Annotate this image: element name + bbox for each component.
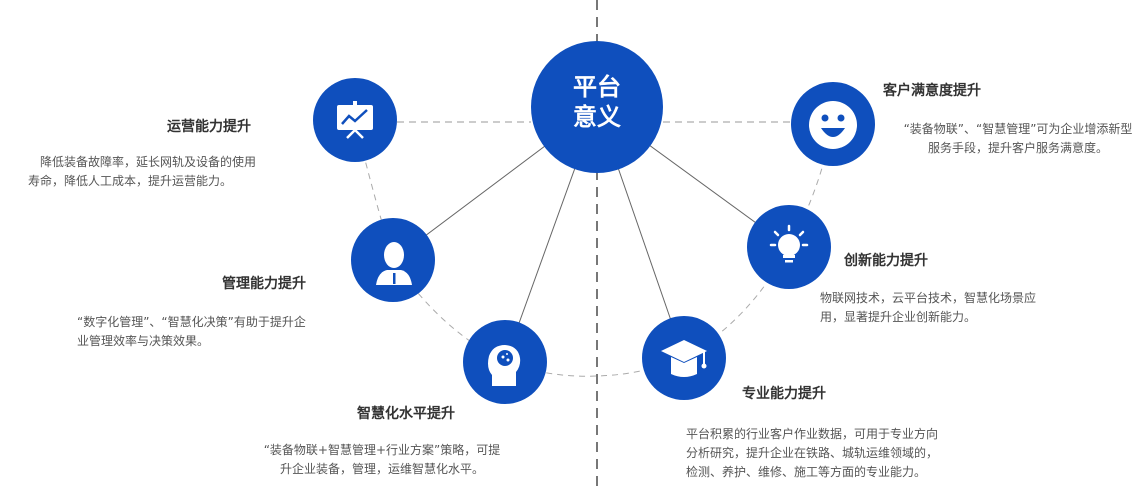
center-title-line2: 意义 <box>573 103 621 131</box>
presentation-chart-icon <box>313 78 397 162</box>
node-title-innovation: 创新能力提升 <box>844 253 928 269</box>
desc-line: 物联网技术，云平台技术，智慧化场景应 <box>820 291 1037 305</box>
smiley-icon <box>791 82 875 166</box>
node-desc-operations: 降低装备故障率，延长网轨及设备的使用 寿命，降低人工成本，提升运营能力。 <box>4 153 256 191</box>
desc-line: “装备物联+智慧管理+行业方案”策略，可提 <box>263 443 501 457</box>
lightbulb-icon <box>747 205 831 289</box>
node-desc-intelligence: “装备物联+智慧管理+行业方案”策略，可提 升企业装备，管理，运维智慧化水平。 <box>244 441 520 479</box>
desc-line: “数字化管理”、“智慧化决策”有助于提升企 <box>77 315 306 329</box>
center-title-line1: 平台 <box>573 73 621 101</box>
node-desc-innovation: 物联网技术，云平台技术，智慧化场景应 用，显著提升企业创新能力。 <box>820 289 1036 327</box>
desc-line: 降低装备故障率，延长网轨及设备的使用 <box>39 155 256 169</box>
desc-line: 服务手段，提升客户服务满意度。 <box>927 141 1108 155</box>
graduation-cap-icon <box>642 316 726 400</box>
desc-line: 业管理效率与决策效果。 <box>77 334 210 348</box>
node-title-expertise: 专业能力提升 <box>742 386 826 402</box>
desc-line: “装备物联”、“智慧管理”可为企业增添新型 <box>903 122 1133 136</box>
desc-line: 检测、养护、维修、施工等方面的专业能力。 <box>686 465 927 479</box>
user-icon <box>351 218 435 302</box>
brain-head-icon <box>463 320 547 404</box>
node-desc-expertise: 平台积累的行业客户作业数据，可用于专业方向 分析研究，提升企业在铁路、城轨运维领… <box>686 425 938 482</box>
node-desc-management: “数字化管理”、“智慧化决策”有助于提升企 业管理效率与决策效果。 <box>77 313 306 351</box>
desc-line: 平台积累的行业客户作业数据，可用于专业方向 <box>686 427 939 441</box>
desc-line: 用，显著提升企业创新能力。 <box>820 310 977 324</box>
center-circle <box>531 41 663 173</box>
node-title-intelligence: 智慧化水平提升 <box>357 406 455 422</box>
node-title-satisfaction: 客户满意度提升 <box>883 83 981 99</box>
desc-line: 寿命，降低人工成本，提升运营能力。 <box>27 174 232 188</box>
node-title-management: 管理能力提升 <box>222 276 306 292</box>
center-title: 平台 意义 <box>531 72 663 132</box>
desc-line: 升企业装备，管理，运维智慧化水平。 <box>279 462 484 476</box>
node-title-operations: 运营能力提升 <box>167 119 251 135</box>
desc-line: 分析研究，提升企业在铁路、城轨运维领域的， <box>686 446 939 460</box>
node-desc-satisfaction: “装备物联”、“智慧管理”可为企业增添新型 服务手段，提升客户服务满意度。 <box>890 120 1146 158</box>
